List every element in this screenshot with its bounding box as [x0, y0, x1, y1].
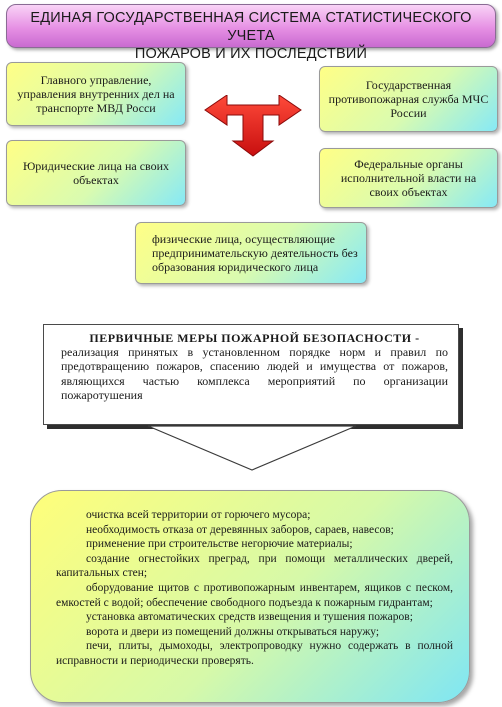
list-item: ворота и двери из помещений должны откры…: [86, 625, 380, 638]
org-box-main-directorate: Главного управление, управления внутренн…: [6, 62, 186, 126]
org-box-legal-entities: Юридические лица на своих объектах: [6, 140, 186, 206]
list-item: оборудование щитов с противопожарным инв…: [56, 581, 453, 609]
org-label-federal-bodies: Федеральные органы исполнительной власти…: [340, 157, 477, 199]
org-box-individuals: физические лица, осуществляющие предприн…: [135, 222, 367, 284]
org-box-federal-bodies: Федеральные органы исполнительной власти…: [319, 148, 498, 208]
list-item: необходимость отказа от деревянных забор…: [86, 523, 394, 536]
list-item: установка автоматических средств извещен…: [86, 611, 413, 624]
org-label-fire-service: Государственная противопожарная служба М…: [328, 78, 489, 120]
diagram-title-line-2: ПОЖАРОВ И ИХ ПОСЛЕДСТВИЙ: [134, 46, 368, 62]
measures-definition: реализация принятых в установленном поря…: [61, 345, 448, 402]
primary-fire-safety-measures-box: ПЕРВИЧНЫЕ МЕРЫ ПОЖАРНОЙ БЕЗОПАСНОСТИ - р…: [43, 324, 459, 425]
org-label-legal-entities: Юридические лица на своих объектах: [22, 159, 170, 187]
org-label-main-directorate: Главного управление, управления внутренн…: [17, 73, 175, 115]
diagram-title: ЕДИНАЯ ГОСУДАРСТВЕННАЯ СИСТЕМА СТАТИСТИЧ…: [6, 4, 496, 62]
list-item: применение при строительстве негорючие м…: [86, 538, 353, 551]
double-headed-t-arrow-icon: [204, 95, 302, 157]
diagram-title-line-1: ЕДИНАЯ ГОСУДАРСТВЕННАЯ СИСТЕМА СТАТИСТИЧ…: [30, 10, 472, 44]
org-label-individuals: физические лица, осуществляющие предприн…: [152, 232, 358, 274]
down-arrow-icon: [147, 425, 357, 471]
list-item: очистка всей территории от горючего мусо…: [86, 509, 311, 521]
list-item: создание огнестойких преград, при помощи…: [56, 552, 453, 580]
measures-heading: ПЕРВИЧНЫЕ МЕРЫ ПОЖАРНОЙ БЕЗОПАСНОСТИ -: [89, 331, 420, 345]
measures-list-box: очистка всей территории от горючего мусо…: [30, 490, 470, 703]
org-box-fire-service: Государственная противопожарная служба М…: [319, 66, 498, 132]
list-item: печи, плиты, дымоходы, электропроводку н…: [56, 640, 453, 667]
